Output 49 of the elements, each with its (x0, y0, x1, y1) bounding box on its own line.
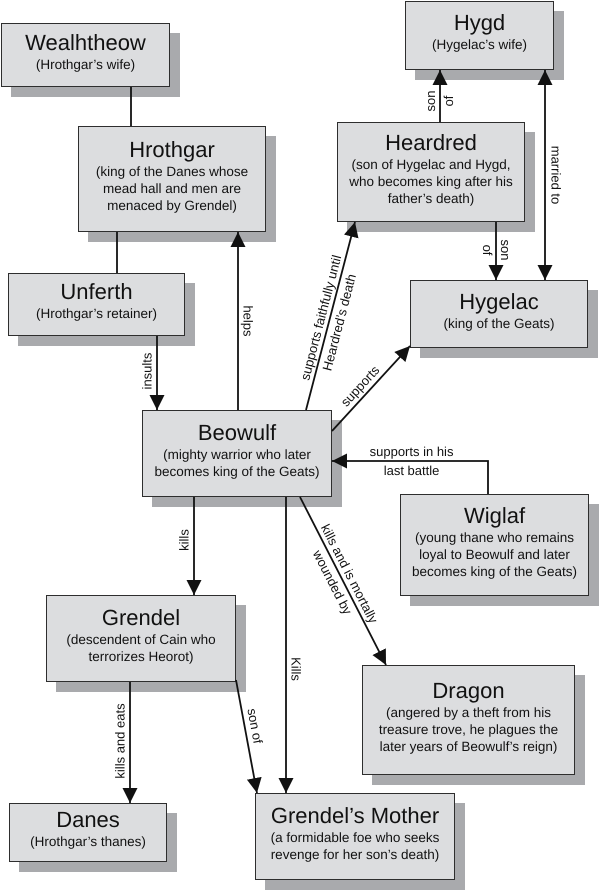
character-name: Unferth (60, 279, 133, 305)
edge-label: kills (176, 528, 192, 553)
edge-label: kills and eats (112, 702, 128, 781)
character-description: (descendent of Cain who terrorizes Heorot) (65, 630, 217, 664)
character-name: Wiglaf (464, 502, 526, 528)
character-name: Hygelac (459, 288, 539, 314)
edge-label: son of (422, 90, 457, 114)
arrow (332, 454, 489, 494)
character-description: (son of Hygelac and Hygd, who becomes king after his father’s death) (348, 156, 514, 206)
edge-label: helps (240, 304, 256, 339)
character-description: (Hygelac’s wife) (432, 36, 528, 53)
character-name: Dragon (432, 678, 505, 704)
character-name: Hygd (454, 10, 506, 36)
character-name: Heardred (385, 130, 477, 156)
character-name: Danes (56, 807, 120, 833)
character-name: Grendel (102, 604, 180, 630)
character-name: Hrothgar (129, 136, 215, 162)
edge-label: supports in his last battle (368, 443, 454, 480)
double-arrow (538, 70, 552, 280)
character-name: Wealhtheow (25, 30, 146, 56)
connector-line (116, 232, 118, 273)
arrow (186, 497, 202, 595)
character-name: Beowulf (198, 420, 276, 446)
edge-label: son of (479, 238, 514, 262)
connector-line (130, 87, 132, 126)
character-description: (Hrothgar’s thanes) (30, 833, 146, 850)
edge-label: Kills (288, 656, 304, 683)
arrow (122, 682, 138, 803)
character-description: (king of the Danes whose mead hall and men are menaced by Grendel) (94, 162, 250, 214)
arrow (278, 497, 294, 793)
arrow (432, 70, 448, 122)
arrow (230, 232, 246, 410)
arrow (299, 496, 387, 666)
character-description: (young thane who remains loyal to Beowulf and later becomes king of the Geats) (410, 528, 578, 580)
edge-label: married to (548, 144, 564, 206)
character-description: (king of the Geats) (443, 314, 555, 332)
arrow (235, 680, 262, 794)
character-description: (Hrothgar’s retainer) (36, 305, 158, 322)
arrow (150, 336, 164, 410)
character-description: (a formidable foe who seeks revenge for her son’s death) (270, 828, 440, 862)
character-description: (mighty warrior who later becomes king of the Geats) (153, 446, 321, 480)
edge-label: insults (140, 351, 154, 392)
arrow (331, 345, 411, 432)
character-description: (Hrothgar’s wife) (36, 56, 136, 72)
arrow (305, 222, 358, 410)
character-name: Grendel’s Mother (270, 802, 440, 828)
arrow (488, 222, 504, 280)
edge-label: son of (243, 706, 266, 746)
character-description: (angered by a theft from his treasure trove, he plagues the later years of Beowulf’s reign) (378, 704, 560, 754)
